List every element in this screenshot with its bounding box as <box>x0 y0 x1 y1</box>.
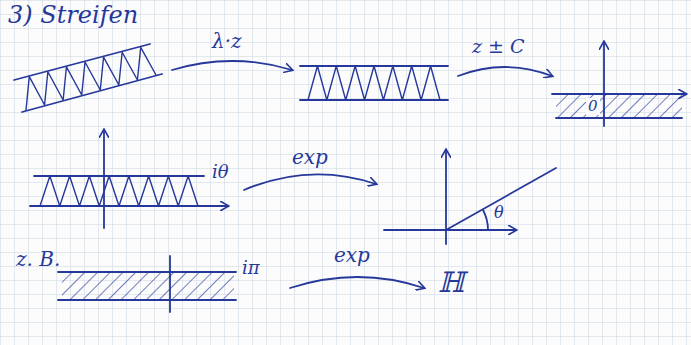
section-heading: 3) Streifen <box>6 2 140 28</box>
map-label: λ·z <box>210 30 244 52</box>
half-plane-symbol: ℍ <box>436 268 466 299</box>
example-label: z. B. <box>14 248 62 270</box>
origin-label: 0 <box>586 98 600 115</box>
map-label: z ± C <box>470 36 527 57</box>
map-label: exp <box>290 146 330 168</box>
angle-label: θ <box>492 204 506 222</box>
map-label: exp <box>332 244 372 266</box>
height-label: iπ <box>240 258 262 278</box>
height-label: iθ <box>210 162 231 182</box>
